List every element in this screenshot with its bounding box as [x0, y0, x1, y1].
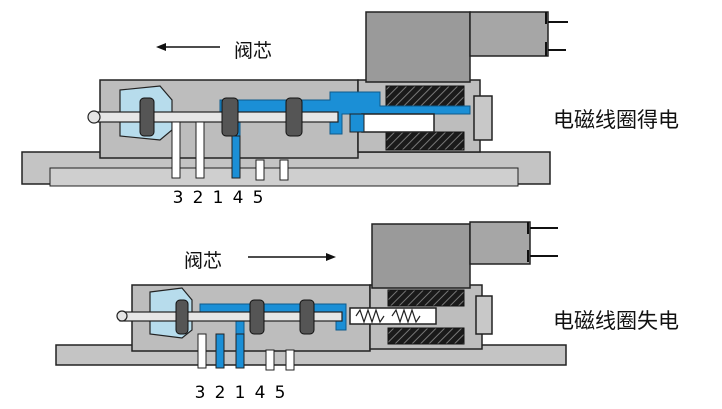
bottom-port-2 [215, 333, 225, 369]
top-connector-cap [469, 11, 549, 57]
top-coil-winding-lower [385, 131, 465, 151]
bottom-connector-cap [469, 221, 531, 265]
bottom-coil-winding-lower [387, 327, 465, 345]
bottom-port-label: 2 [214, 383, 226, 403]
top-plunger [361, 113, 435, 133]
bottom-core-label: 阀芯 [184, 250, 223, 272]
bottom-spool-land-1 [175, 299, 189, 335]
top-spool-land-1 [139, 97, 155, 137]
top-port-2 [195, 121, 205, 179]
top-port-label: 4 [232, 188, 244, 208]
top-spool-land-2 [221, 97, 239, 137]
bottom-state-label: 电磁线圈失电 [553, 309, 679, 333]
bottom-port-label: 5 [274, 383, 286, 403]
bottom-valve [55, 221, 567, 371]
bottom-port-label: 1 [234, 383, 246, 403]
top-core-label: 阀芯 [234, 40, 273, 62]
top-port-3 [171, 121, 181, 179]
top-port-5 [279, 159, 289, 181]
bottom-coil-winding-upper [387, 289, 465, 307]
bottom-spool-land-3 [299, 299, 315, 335]
top-port-label: 1 [212, 188, 224, 208]
top-port-label: 5 [252, 188, 264, 208]
top-spool-land-3 [285, 97, 303, 137]
bottom-spool-land-2 [249, 299, 265, 335]
top-port-1 [231, 135, 241, 179]
top-valve [21, 11, 568, 187]
bottom-end-nut [475, 295, 493, 335]
top-port-4 [255, 159, 265, 181]
top-port-numbers: 3 2 1 4 5 [168, 188, 268, 208]
top-state-label: 电磁线圈得电 [553, 108, 679, 132]
top-port-label: 3 [172, 188, 184, 208]
bottom-plunger [349, 307, 437, 325]
bottom-port-numbers: 3 2 1 4 5 [190, 383, 290, 403]
top-port-label: 2 [192, 188, 204, 208]
top-end-nut [473, 95, 493, 141]
top-connector-box [365, 11, 471, 83]
bottom-port-1 [235, 333, 245, 369]
bottom-port-label: 4 [254, 383, 266, 403]
bottom-port-3 [197, 333, 207, 369]
bottom-port-label: 3 [194, 383, 206, 403]
bottom-spring [355, 308, 385, 324]
bottom-port-5 [285, 349, 295, 371]
bottom-connector-box [371, 223, 471, 289]
top-coil-winding-upper [385, 85, 465, 107]
bottom-port-4 [265, 349, 275, 371]
